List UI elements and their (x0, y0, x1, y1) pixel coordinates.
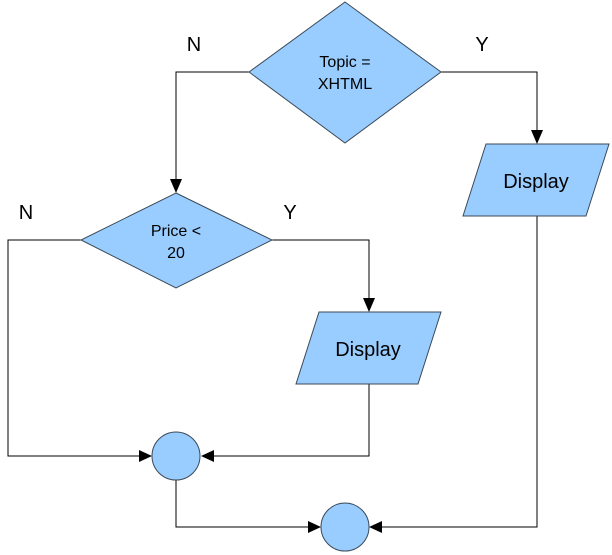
connector-merge1-to-merge2 (175, 480, 308, 528)
decision-topic-diamond (248, 1, 442, 144)
connector-price-yes (272, 239, 370, 299)
arrowhead-merge1-to-merge2 (308, 521, 321, 533)
decision-price-label-line2: 20 (167, 245, 185, 262)
display-right-label: Display (503, 171, 569, 193)
arrowhead-display-middle-to-merge (201, 450, 214, 462)
connector-display-right-to-merge (382, 216, 538, 528)
branch-label-topic-yes: Y (475, 34, 488, 56)
display-right-parallelogram (462, 143, 610, 217)
branch-label-topic-no: N (187, 34, 201, 56)
end-connector-circle (320, 502, 370, 552)
connector-topic-yes (441, 71, 538, 131)
branch-label-price-no: N (19, 202, 33, 224)
merge-connector-circle (151, 431, 201, 481)
arrowhead-price-no-to-merge (139, 450, 152, 462)
connector-topic-no (175, 71, 249, 180)
display-middle-parallelogram (295, 311, 442, 385)
connector-display-middle-to-merge (214, 384, 370, 457)
arrowhead-to-price (170, 179, 182, 193)
arrowhead-display-right-to-merge (369, 521, 382, 533)
decision-price-diamond (79, 192, 274, 289)
decision-price-label-line1: Price < (151, 223, 201, 240)
arrowhead-to-display-middle (363, 298, 375, 312)
display-middle-label: Display (335, 339, 401, 361)
arrowhead-to-display-right (531, 130, 543, 144)
decision-topic-label-line2: XHTML (318, 76, 372, 93)
decision-topic-label-line1: Topic = (319, 54, 370, 71)
connector-price-no (7, 239, 139, 457)
branch-label-price-yes: Y (283, 202, 296, 224)
